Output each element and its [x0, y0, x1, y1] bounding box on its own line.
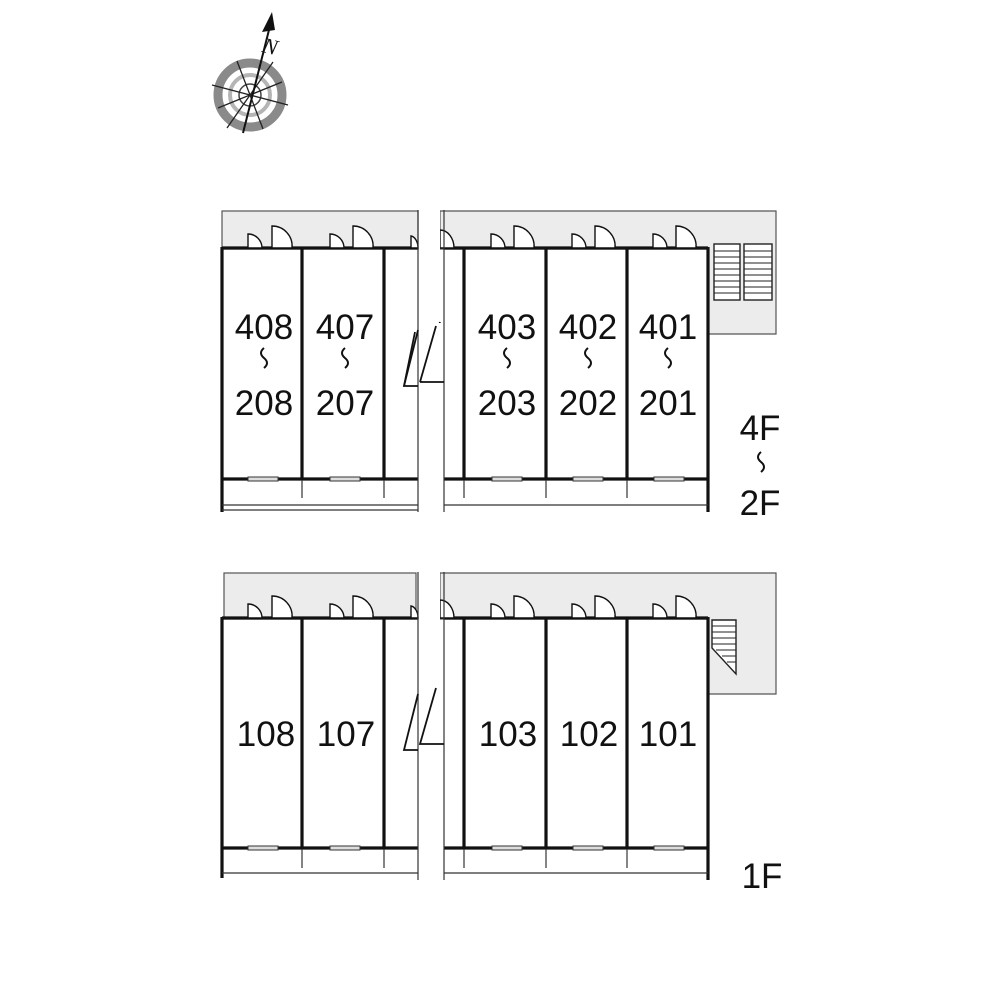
staircase-icon	[711, 619, 737, 676]
unit-label: 102	[560, 715, 618, 754]
lower-block: 108 107 103 102 101 1F	[220, 568, 783, 896]
unit-bottom-label: 208	[235, 384, 293, 423]
unit-label: 107	[317, 715, 375, 754]
door-icons	[247, 595, 697, 619]
unit-bottom-label: 201	[639, 384, 697, 423]
north-label: N	[259, 32, 282, 60]
unit-label: 101	[639, 715, 697, 754]
upper-block: 408 208 407 207 403 203 402 202 401 201 …	[220, 205, 781, 523]
unit-bottom-label: 207	[316, 384, 374, 423]
range-symbol-icons	[260, 347, 672, 369]
unit-top-label: 401	[639, 308, 697, 347]
floor-range-symbol-icon	[757, 451, 765, 473]
unit-top-label: 403	[478, 308, 536, 347]
staircase-icon	[713, 243, 773, 301]
door-icons	[247, 225, 697, 249]
unit-label: 108	[237, 715, 295, 754]
unit-bottom-label: 202	[559, 384, 617, 423]
unit-label: 103	[479, 715, 537, 754]
floor-label-top: 4F	[740, 409, 781, 448]
unit-top-label: 408	[235, 308, 293, 347]
floor-label: 1F	[742, 857, 783, 896]
unit-bottom-label: 203	[478, 384, 536, 423]
floor-label-bottom: 2F	[740, 484, 781, 523]
unit-top-label: 402	[559, 308, 617, 347]
unit-top-label: 407	[316, 308, 374, 347]
compass-icon: N	[211, 12, 289, 134]
